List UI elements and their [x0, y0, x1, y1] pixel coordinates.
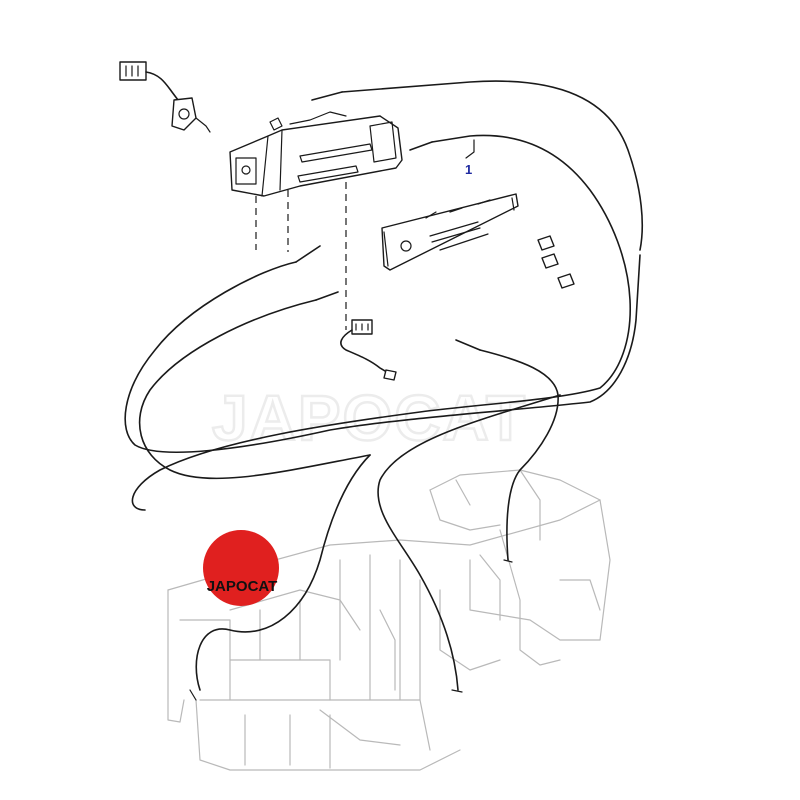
cable-outer-top-tip: [311, 91, 343, 101]
cable-right-drop: [479, 349, 559, 561]
cable-big-loop-tip: [295, 245, 321, 263]
cable-inner-loop: [138, 299, 371, 480]
cable-inner-tip: [315, 291, 339, 301]
alignment-lines: [255, 182, 347, 330]
blower-switch-connector: [119, 61, 211, 133]
cable-left-drop: [195, 454, 371, 691]
heater-unit-assembly: [167, 469, 611, 771]
control-knobs: [537, 235, 575, 289]
heater-control-lever-assembly: [229, 111, 403, 197]
control-cables: [124, 80, 644, 701]
cable-outer-top: [341, 80, 644, 251]
cable-big-loop: [124, 254, 641, 454]
cable-1-tip: [409, 141, 433, 151]
callout-label: 1: [465, 162, 472, 177]
japocat-logo-badge: [203, 530, 279, 606]
cable-right-tip: [455, 339, 481, 351]
logo-text: JAPOCAT: [206, 578, 278, 595]
control-face-plate: [381, 193, 519, 271]
temperature-sensor-wire: [340, 319, 397, 381]
cable-center-drop: [377, 394, 561, 691]
callout-1: 1: [465, 139, 475, 177]
cable-1-loop: [131, 134, 631, 511]
